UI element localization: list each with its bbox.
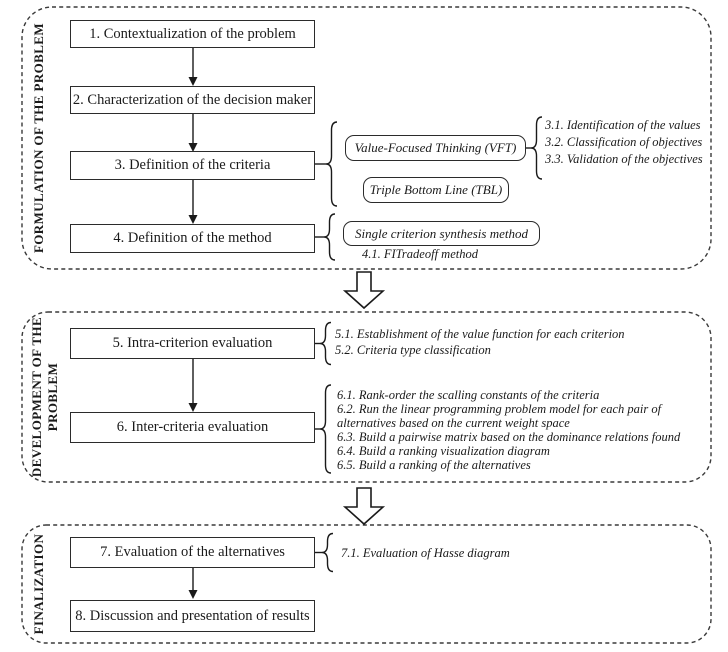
- step-box-7: 7. Evaluation of the alternatives: [70, 537, 315, 568]
- flow-arrow-1-2-icon: [188, 48, 198, 86]
- flow-arrow-7-8-icon: [188, 568, 198, 599]
- substep-6-3: 6.3. Build a pairwise matrix based on th…: [337, 430, 681, 444]
- section-border-formulation: [21, 6, 712, 270]
- substep-4-1: 4.1. FITradeoff method: [362, 247, 478, 261]
- substep-5-2: 5.2. Criteria type classification: [335, 343, 491, 357]
- step-box-3: 3. Definition of the criteria: [70, 151, 315, 180]
- section-arrow-1-icon: [342, 271, 386, 310]
- step-box-2: 2. Characterization of the decision make…: [70, 86, 315, 114]
- substep-3-1: 3.1. Identification of the values: [545, 118, 701, 132]
- substep-6-2: 6.2. Run the linear programming problem …: [337, 402, 662, 430]
- brace-step3-icon: [315, 121, 338, 207]
- substep-3-3: 3.3. Validation of the objectives: [545, 152, 703, 166]
- brace-step5-icon: [315, 321, 332, 366]
- flow-arrow-2-3-icon: [188, 114, 198, 152]
- substep-3-2: 3.2. Classification of objectives: [545, 135, 703, 149]
- flow-arrow-5-6-icon: [188, 359, 198, 412]
- substep-6-1: 6.1. Rank-order the scalling constants o…: [337, 388, 600, 402]
- substep-6-5: 6.5. Build a ranking of the alternatives: [337, 458, 531, 472]
- substep-6-4: 6.4. Build a ranking visualization diagr…: [337, 444, 550, 458]
- brace-step6-icon: [315, 384, 332, 474]
- substep-list-3: 3.1. Identification of the values 3.2. C…: [545, 117, 717, 168]
- method-box-tbl: Triple Bottom Line (TBL): [363, 177, 509, 203]
- section-border-development: [21, 311, 712, 483]
- step-box-4: 4. Definition of the method: [70, 224, 315, 253]
- flow-arrow-3-4-icon: [188, 180, 198, 224]
- substep-5-1: 5.1. Establishment of the value function…: [335, 327, 625, 341]
- substep-list-6: 6.1. Rank-order the scalling constants o…: [337, 388, 713, 472]
- section-label-formulation: FORMULATION OF THE PROBLEM: [30, 22, 46, 254]
- step-box-8: 8. Discussion and presentation of result…: [70, 600, 315, 632]
- substep-7-1: 7.1. Evaluation of Hasse diagram: [341, 546, 510, 560]
- section-label-development: DEVELOPMENT OF THE PROBLEM: [28, 316, 60, 478]
- step-box-1: 1. Contextualization of the problem: [70, 20, 315, 48]
- section-border-finalization: [21, 524, 712, 644]
- brace-step4-icon: [315, 213, 336, 261]
- step-box-5: 5. Intra-criterion evaluation: [70, 328, 315, 359]
- substep-list-5: 5.1. Establishment of the value function…: [335, 326, 715, 358]
- brace-step7-icon: [315, 532, 334, 573]
- section-label-finalization: FINALIZATION: [30, 533, 46, 635]
- method-box-vft: Value-Focused Thinking (VFT): [345, 135, 526, 161]
- method-box-scsm: Single criterion synthesis method: [343, 221, 540, 246]
- brace-vft-icon: [526, 116, 543, 180]
- section-arrow-2-icon: [342, 487, 386, 526]
- step-box-6: 6. Inter-criteria evaluation: [70, 412, 315, 443]
